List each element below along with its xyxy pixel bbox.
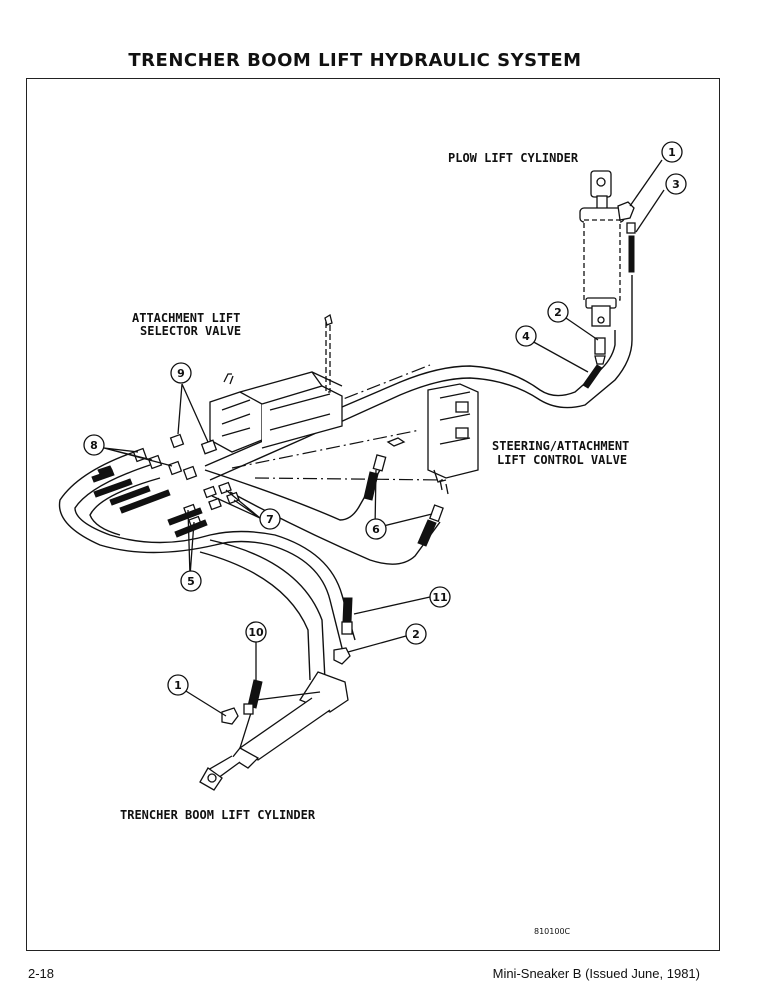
label-selector-valve-line1: ATTACHMENT LIFT [132,311,240,325]
callout-2-plow: 2 [547,301,569,323]
callout-10: 10 [245,621,267,643]
callout-2-trencher: 2 [405,623,427,645]
callout-1-trencher: 1 [167,674,189,696]
callout-1-plow: 1 [661,141,683,163]
hose-plow-to-selector-inner [204,330,616,467]
svg-text:1: 1 [668,146,676,159]
callout-4: 4 [515,325,537,347]
hose-selector-to-control-b [229,491,441,565]
svg-text:4: 4 [522,330,530,343]
hose-plow-to-selector-outer [209,275,633,481]
selector-fittings-cluster [91,433,240,538]
attachment-lift-selector-valve [209,313,343,453]
hose-outer-loop-2 [74,464,356,641]
callout-leaders [103,159,665,717]
svg-text:3: 3 [672,178,680,191]
hose-to-trencher-b [199,551,311,681]
label-selector-valve-line2: SELECTOR VALVE [140,324,241,338]
hose-outer-loop-1 [58,449,346,661]
callout-11: 11 [429,586,451,608]
callout-5: 5 [180,570,202,592]
label-control-valve-line1: STEERING/ATTACHMENT [492,439,629,453]
page-title: TRENCHER BOOM LIFT HYDRAULIC SYSTEM [128,50,582,71]
plow-lower-fitting [594,337,606,365]
control-valve-hoses [363,454,444,547]
svg-text:2: 2 [554,306,562,319]
publication-info: Mini-Sneaker B (Issued June, 1981) [492,966,700,981]
plow-lift-cylinder [579,170,625,327]
svg-text:5: 5 [187,575,195,588]
callout-9: 9 [170,362,192,384]
trencher-fittings [221,597,353,725]
svg-text:8: 8 [90,439,98,452]
svg-text:11: 11 [432,591,447,604]
svg-text:10: 10 [248,626,264,639]
svg-text:6: 6 [372,523,380,536]
callout-7: 7 [259,508,281,530]
callout-3: 3 [665,173,687,195]
label-plow-lift-cylinder: PLOW LIFT CYLINDER [448,151,579,165]
diagram-frame [26,78,720,951]
hose-selector-to-control-a [204,469,381,521]
callout-8: 8 [83,434,105,456]
svg-text:1: 1 [174,679,182,692]
svg-text:2: 2 [412,628,420,641]
hose-to-trencher-a [209,539,326,681]
trencher-boom-lift-cylinder [199,671,349,791]
steering-attachment-control-valve [386,383,479,495]
page-number: 2-18 [28,966,55,981]
dash-line-lower [254,477,446,481]
plow-hose-upper [628,235,635,273]
label-control-valve-line2: LIFT CONTROL VALVE [497,453,627,467]
svg-text:9: 9 [177,367,185,380]
dash-line-middle [231,429,421,469]
figure-code: 810100C [534,927,571,936]
label-trencher-boom-lift-cylinder: TRENCHER BOOM LIFT CYLINDER [120,808,316,822]
plow-elbow-fitting [617,201,636,234]
callout-6: 6 [365,518,387,540]
svg-text:7: 7 [266,513,274,526]
hose-outer-loop-3 [89,477,161,536]
